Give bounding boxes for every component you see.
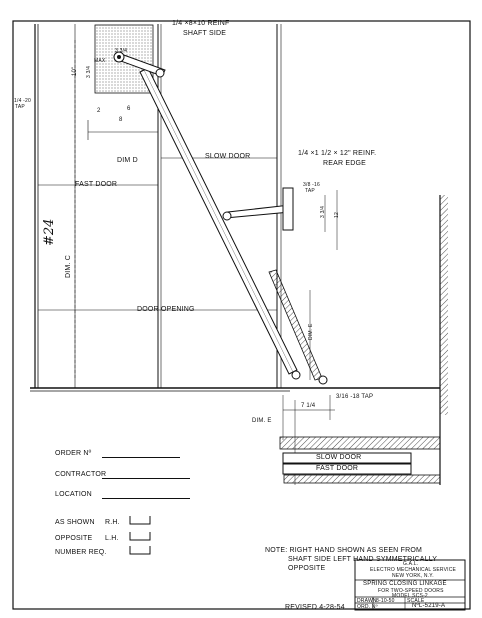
dim-d-label: DIM D [117,157,138,164]
rear-edge-label: REAR EDGE [323,160,367,167]
contractor-field [102,478,190,479]
dim-e-label: DIM. E [252,418,272,424]
dim-334-c-label: 3 3/4 [320,205,326,218]
dim-10-label: 10" [72,66,78,76]
track-slow-door-label: SLOW DOOR [316,454,362,461]
drawn-date: 8-10-50 [376,598,395,604]
company-line-3: NEW YORK, N.Y. [392,573,434,579]
order-no-label: ORDER Nº [55,450,92,457]
lh-label: L.H. [105,535,119,542]
tap-label: 1/4 -20 [14,98,31,104]
number-req-label: NUMBER REQ. [55,549,107,556]
scale-label: SCALE [407,598,425,604]
tap-label-2: TAP [15,104,25,110]
note-line-2: SHAFT SIDE LEFT HAND SYMMETRICALLY [288,556,438,563]
tap-38-label-2: TAP [305,188,315,194]
order-no-field [102,457,180,458]
max-label: MAX [94,58,106,64]
title-line-1: SPRING CLOSING LINKAGE [363,581,447,587]
dim-334-a-label: 3 3/4 [86,65,92,78]
location-field [102,498,190,499]
shaft-reinf-label: 1/4 ×8×10 REINF [172,20,230,27]
company-line-2: ELECTRO MECHANICAL SERVICE [370,567,457,573]
dim-c-label: DIM. C [65,255,72,278]
dim-334-b-label: 3 3/4 [115,48,128,54]
fast-door-label: FAST DOOR [75,181,118,188]
dim-e-vert-label: DIM. E [308,323,314,340]
ord-label: ORD. Nº [357,604,378,610]
track-fast-door-label: FAST DOOR [316,465,359,472]
contractor-label: CONTRACTOR [55,471,107,478]
as-shown-label: AS SHOWN [55,519,95,526]
drawn-label: DRAWN [357,598,377,604]
company-line-1: G.A.L. [403,561,419,567]
note-line-1: NOTE: RIGHT HAND SHOWN AS SEEN FROM [265,547,422,554]
drawing-number: NºL-5219-A [412,603,446,609]
opposite-label: OPPOSITE [55,535,93,542]
dim-8-label: 8 [119,117,123,123]
revised-label: REVISED 4-28-54 [285,604,345,611]
note-line-3: OPPOSITE [288,565,326,572]
dim-714-label: 7 1/4 [301,403,316,409]
rh-label: R.H. [105,519,120,526]
shaft-side-label: SHAFT SIDE [183,30,227,37]
door-opening-label: DOOR OPENING [137,306,195,313]
handwritten-mark: #24 [42,218,57,246]
dim-6-label: 6 [127,106,131,112]
rear-reinf-label: 1/4 ×1 1/2 × 12" REINF. [298,150,377,157]
title-line-2: FOR TWO-SPEED DOORS [378,588,444,594]
title-line-3: MODEL SCS-2 [392,593,428,599]
tap-316-label: 3/16 -18 TAP [336,394,374,400]
tap-38-label: 3/8 -16 [303,182,320,188]
dim-12-label: 12 [334,212,340,218]
slow-door-label: SLOW DOOR [205,153,251,160]
location-label: LOCATION [55,491,92,498]
dim-2-label: 2 [97,108,101,114]
